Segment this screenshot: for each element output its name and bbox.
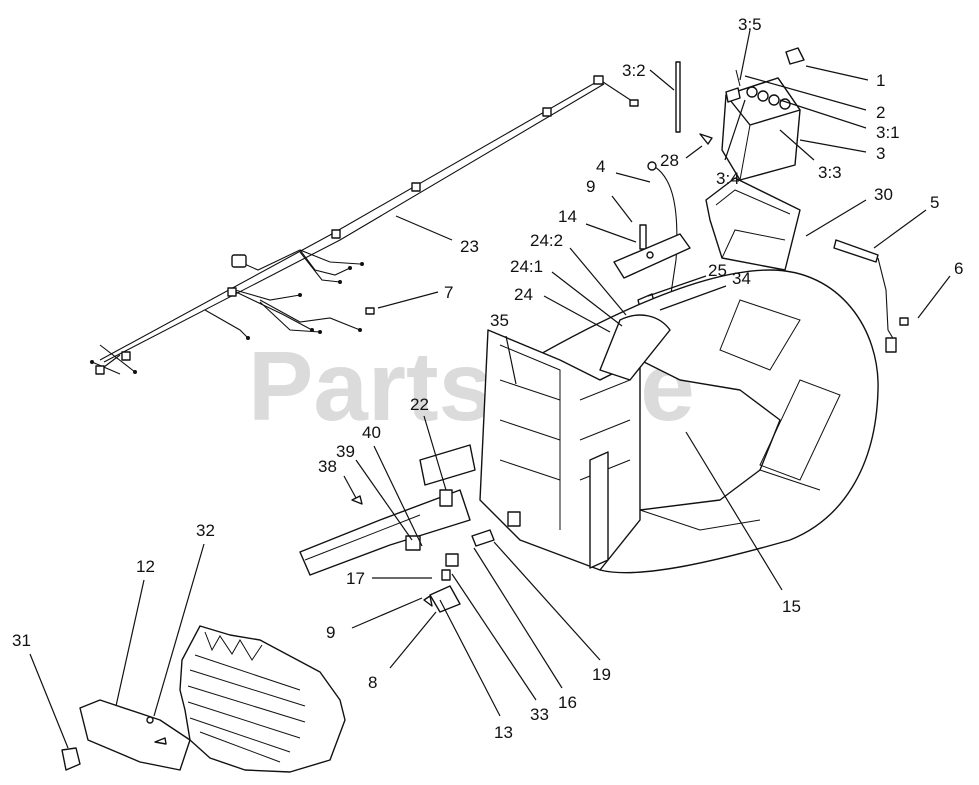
callout-22: 22 (410, 395, 429, 414)
leader-lines (29, 29, 951, 749)
frame-rail (299, 444, 476, 576)
callout-3: 3 (876, 144, 885, 163)
battery-hardware (613, 133, 909, 353)
callout-17: 17 (346, 569, 365, 588)
callout-7: 7 (444, 283, 453, 302)
callout-30: 30 (874, 185, 893, 204)
callout-3-1: 3:1 (876, 123, 900, 142)
callout-24-1: 24:1 (510, 257, 543, 276)
callout-3-5: 3:5 (738, 15, 762, 34)
callout-31: 31 (12, 631, 31, 650)
callout-16: 16 (558, 693, 577, 712)
callout-3-3: 3:3 (818, 163, 842, 182)
callout-23: 23 (460, 237, 479, 256)
callout-13: 13 (494, 723, 513, 742)
battery (721, 47, 805, 181)
callout-9-lower: 9 (326, 623, 335, 642)
front-grille (179, 625, 346, 773)
callout-35: 35 (490, 311, 509, 330)
bumper-trim (61, 699, 191, 771)
console-housing (479, 314, 671, 571)
callout-32: 32 (196, 521, 215, 540)
callout-3-2: 3:2 (622, 61, 646, 80)
callout-3-4: 3:4 (716, 169, 740, 188)
callout-38: 38 (318, 457, 337, 476)
callout-14: 14 (558, 207, 577, 226)
callout-33: 33 (530, 705, 549, 724)
callout-28: 28 (660, 151, 679, 170)
callout-12: 12 (136, 557, 155, 576)
battery-hold-down-rod (675, 61, 681, 133)
callout-5: 5 (930, 193, 939, 212)
callout-25: 25 (708, 261, 727, 280)
callout-labels: 1 2 3:1 3 3:3 3:5 3:2 3:4 28 4 9 14 24:2… (12, 15, 963, 742)
callout-6: 6 (954, 259, 963, 278)
callout-19: 19 (592, 665, 611, 684)
callout-24: 24 (514, 285, 533, 304)
wiring-harness (90, 75, 639, 375)
callout-34: 34 (732, 269, 751, 288)
callout-1: 1 (876, 71, 885, 90)
battery-box (705, 177, 801, 271)
relay-group (423, 529, 495, 613)
callout-24-2: 24:2 (530, 231, 563, 250)
callout-2: 2 (876, 103, 885, 122)
callout-4: 4 (596, 157, 605, 176)
callout-40: 40 (362, 423, 381, 442)
callout-8: 8 (368, 673, 377, 692)
callout-9-upper: 9 (586, 177, 595, 196)
callout-39: 39 (336, 442, 355, 461)
callout-15: 15 (782, 597, 801, 616)
